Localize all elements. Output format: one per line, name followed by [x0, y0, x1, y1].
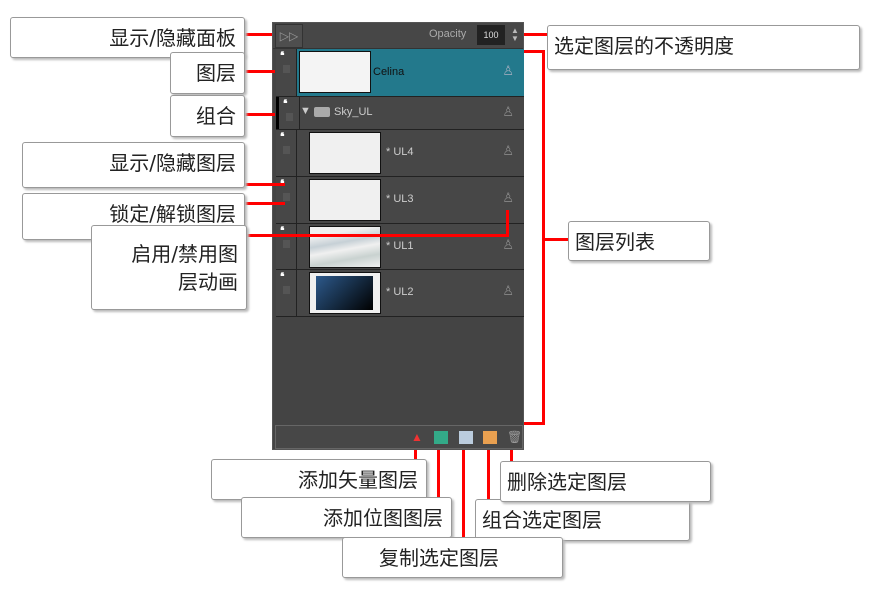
toggle-panel-button[interactable]: ▷▷	[275, 24, 303, 48]
layer-row[interactable]: ❛❛ * UL4 ♙	[276, 130, 524, 177]
eye-icon[interactable]: ❛❛	[280, 51, 285, 62]
lock-icon[interactable]	[283, 240, 290, 248]
panel-header: ▷▷ Opacity 100 ▲▼	[273, 23, 523, 49]
callout-opacity: 选定图层的不透明度	[547, 25, 860, 70]
add-vector-layer-icon[interactable]: ▲	[411, 430, 423, 444]
layer-thumbnail	[309, 272, 381, 314]
layer-name: * UL2	[386, 286, 414, 298]
animation-icon[interactable]: ♙	[502, 190, 514, 205]
callout-layer-list: 图层列表	[568, 221, 710, 261]
layer-name: * UL4	[386, 146, 414, 158]
group-layers-icon[interactable]	[483, 431, 497, 444]
layer-row[interactable]: ❛❛ * UL1 ♙	[276, 224, 524, 270]
lock-icon[interactable]	[283, 146, 290, 154]
opacity-input[interactable]: 100	[477, 25, 505, 45]
opacity-spinner[interactable]: ▲▼	[511, 26, 519, 43]
layer-name: * UL1	[386, 240, 414, 252]
lock-icon[interactable]	[283, 65, 290, 73]
expand-triangle-icon[interactable]: ▼	[300, 105, 311, 117]
callout-text: 启用/禁用图	[131, 242, 238, 266]
callout-show-hide-layer: 显示/隐藏图层	[22, 142, 245, 188]
lock-icon[interactable]	[286, 113, 293, 121]
callout-group-selected: 组合选定图层	[475, 499, 690, 541]
layer-thumbnail	[309, 226, 381, 268]
callout-group: 组合	[170, 95, 245, 137]
layer-row[interactable]: ❛❛ * UL3 ♙	[276, 177, 524, 224]
animation-icon[interactable]: ♙	[502, 104, 514, 119]
layer-thumbnail	[309, 179, 381, 221]
callout-add-vector: 添加矢量图层	[211, 459, 427, 500]
layer-name: Sky_UL	[334, 106, 373, 118]
layer-name: * UL3	[386, 193, 414, 205]
layer-thumbnail	[299, 51, 371, 93]
layer-thumbnail	[309, 132, 381, 174]
callout-animation: 启用/禁用图层动画	[91, 225, 247, 310]
callout-layer: 图层	[170, 52, 245, 94]
animation-icon[interactable]: ♙	[502, 63, 514, 78]
layers-panel: ▷▷ Opacity 100 ▲▼ ❛❛ Celina ♙ ❛❛ ▼ Sky_U…	[272, 22, 524, 450]
callout-add-bitmap: 添加位图图层	[241, 497, 452, 538]
eye-icon[interactable]: ❛❛	[283, 99, 288, 110]
animation-icon[interactable]: ♙	[502, 237, 514, 252]
callout-duplicate: 复制选定图层	[342, 537, 563, 578]
callout-delete: 删除选定图层	[500, 461, 711, 502]
layer-row-group[interactable]: ❛❛ ▼ Sky_UL ♙	[276, 97, 524, 130]
panel-footer: ▲ 🗑	[275, 425, 523, 449]
callout-text: 层动画	[178, 270, 238, 294]
opacity-label: Opacity	[429, 28, 467, 40]
folder-icon	[314, 107, 330, 117]
eye-icon[interactable]: ❛❛	[280, 272, 285, 283]
callout-toggle-panel: 显示/隐藏面板	[10, 17, 245, 58]
layer-name: Celina	[373, 66, 405, 78]
trash-icon[interactable]: 🗑	[507, 430, 523, 444]
animation-icon[interactable]: ♙	[502, 143, 514, 158]
layer-row[interactable]: ❛❛ * UL2 ♙	[276, 270, 524, 317]
animation-icon[interactable]: ♙	[502, 283, 514, 298]
layer-row-celina[interactable]: ❛❛ Celina ♙	[276, 49, 524, 97]
eye-icon[interactable]: ❛❛	[280, 132, 285, 143]
add-bitmap-layer-icon[interactable]	[434, 431, 448, 444]
lock-icon[interactable]	[283, 286, 290, 294]
lock-icon[interactable]	[283, 193, 290, 201]
duplicate-layer-icon[interactable]	[459, 431, 473, 444]
